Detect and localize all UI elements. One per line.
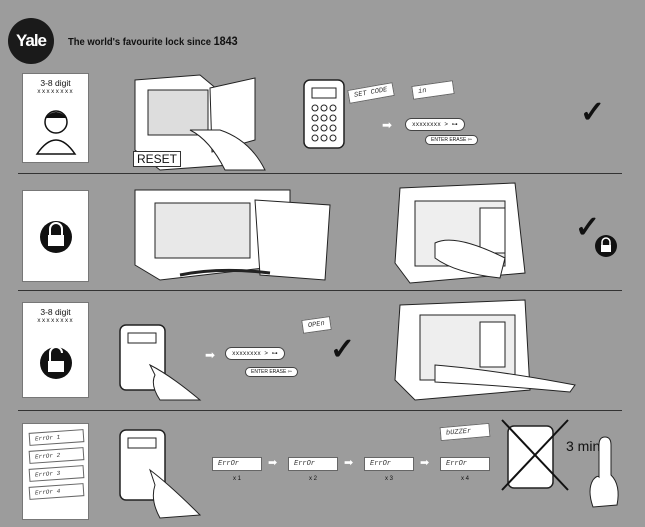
crossed-keypad-icon xyxy=(501,419,569,491)
card-title: 3-8 digit xyxy=(40,307,71,317)
reset-label: RESET xyxy=(133,151,182,167)
error-2-label: ErrOr 2 xyxy=(28,447,85,464)
tagline: The world's favourite lock since 1843 xyxy=(68,34,238,48)
attempt-count: x 2 xyxy=(308,476,317,482)
arrow-right-icon: ➡ xyxy=(205,348,216,362)
error-display: ErrOr xyxy=(212,457,262,471)
hand-raised-icon xyxy=(589,436,619,508)
checkmark-icon: ✓ xyxy=(580,96,606,129)
erase-label: ERASE xyxy=(269,369,287,375)
lock-closed-icon xyxy=(40,221,72,253)
error-4-label: ErrOr 4 xyxy=(28,483,85,500)
lock-open-icon xyxy=(40,346,72,379)
digit-boxes: xxxxxxxx xyxy=(37,88,74,95)
checkmark-icon: ✓ xyxy=(575,211,601,244)
yale-logo: Yale xyxy=(8,18,54,64)
arrow-right-icon: ➡ xyxy=(344,457,354,469)
wait-time-label: 3 min xyxy=(566,438,601,454)
open-safe-illustration xyxy=(134,74,266,171)
attempt-count: x 1 xyxy=(232,476,241,482)
step2-card xyxy=(22,190,89,282)
keypad-icon xyxy=(303,79,345,149)
divider xyxy=(18,173,622,174)
divider xyxy=(18,290,622,291)
code-digits: xxxxxxxx > xyxy=(412,121,449,128)
step1-card: 3-8 digit xxxxxxxx xyxy=(22,73,89,163)
key-icon: ⊶ xyxy=(451,121,458,128)
error-1-label: ErrOr 1 xyxy=(28,429,85,446)
arrow-right-icon: ➡ xyxy=(420,457,430,469)
erase-label: ERASE xyxy=(449,137,467,143)
attempt-count: x 4 xyxy=(460,476,469,482)
error-display: ErrOr xyxy=(440,457,490,471)
display-set-code: SET CODE xyxy=(347,82,395,104)
display-in: in xyxy=(411,80,455,100)
divider xyxy=(18,410,622,411)
error-display: ErrOr xyxy=(288,457,338,471)
attempt-count: x 3 xyxy=(384,476,393,482)
keypad-with-hand xyxy=(119,324,202,401)
enter-label: ENTER xyxy=(251,369,268,375)
code-digits: xxxxxxxx > xyxy=(232,350,269,357)
step3-card: 3-8 digit xxxxxxxx xyxy=(22,302,89,398)
safe-with-key-illustration xyxy=(394,182,526,284)
tagline-text: The world's favourite lock since xyxy=(68,36,214,48)
safe-opening-illustration xyxy=(394,299,576,401)
key-icon: ⊶ xyxy=(271,350,278,357)
keypad-with-hand xyxy=(119,429,202,519)
lock-closed-icon xyxy=(595,235,617,257)
display-open: OPEn xyxy=(301,316,332,334)
code-strip: xxxxxxxx > ⊶ xyxy=(225,347,285,360)
logo-text: Yale xyxy=(15,31,47,50)
user-icon xyxy=(35,110,77,155)
arrow-right-icon: ➡ xyxy=(382,118,393,132)
error-display: ErrOr xyxy=(364,457,414,471)
enter-label: ENTER xyxy=(431,137,448,143)
step4-card: ErrOr 1 ErrOr 2 ErrOr 3 ErrOr 4 xyxy=(22,423,89,520)
digit-boxes: xxxxxxxx xyxy=(37,317,74,324)
enter-erase-buttons: ENTER ERASE ⇦ xyxy=(425,135,478,145)
enter-erase-buttons: ENTER ERASE ⇦ xyxy=(245,367,298,377)
arrow-right-icon: ➡ xyxy=(268,457,278,469)
checkmark-icon: ✓ xyxy=(330,333,356,366)
error-3-label: ErrOr 3 xyxy=(28,465,85,482)
card-title: 3-8 digit xyxy=(40,78,71,88)
safe-closing-illustration xyxy=(134,189,331,281)
tagline-year: 1843 xyxy=(213,34,238,48)
code-strip: xxxxxxxx > ⊶ xyxy=(405,118,465,131)
buzzer-display: bUZZEr xyxy=(439,422,491,442)
